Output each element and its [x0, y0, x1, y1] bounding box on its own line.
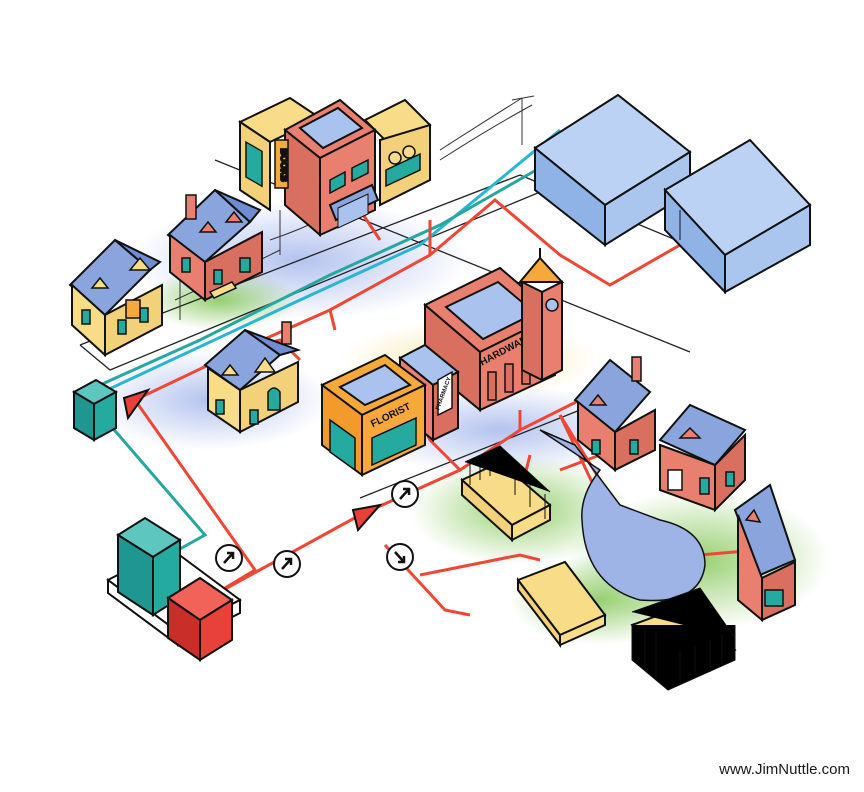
office-building-right [663, 138, 812, 295]
pavilion-fenced [460, 445, 552, 543]
arrow-in-circle-icon [391, 480, 419, 508]
house-red-upper [166, 188, 263, 303]
arrow-in-circle-icon [215, 544, 243, 572]
bookstore-block: BOOKS [237, 96, 432, 238]
shop-block: HARDWARE PHARMACY FLORIST [320, 248, 565, 477]
fenced-enclosure [630, 587, 737, 691]
house-red-right-2 [658, 403, 747, 513]
park-shelter [516, 560, 607, 648]
utility-box-teal-small [71, 378, 119, 442]
books-sign: BOOKS [279, 148, 289, 181]
server-block-red [166, 576, 234, 662]
cul-de-sac-plaza [539, 429, 706, 602]
flow-triangle-center [351, 503, 383, 533]
arrow-in-circle-icon [273, 550, 301, 578]
artist-credit[interactable]: www.JimNuttle.com [719, 761, 850, 778]
house-yellow-middle [203, 321, 302, 434]
cyan-network-line [89, 128, 561, 400]
arrow-in-circle-icon [386, 543, 414, 571]
office-building-left [533, 93, 692, 248]
flow-triangle-left [122, 388, 151, 421]
house-red-right-3 [733, 483, 797, 623]
house-red-right-1 [573, 356, 656, 473]
house-yellow-upper [68, 238, 163, 358]
